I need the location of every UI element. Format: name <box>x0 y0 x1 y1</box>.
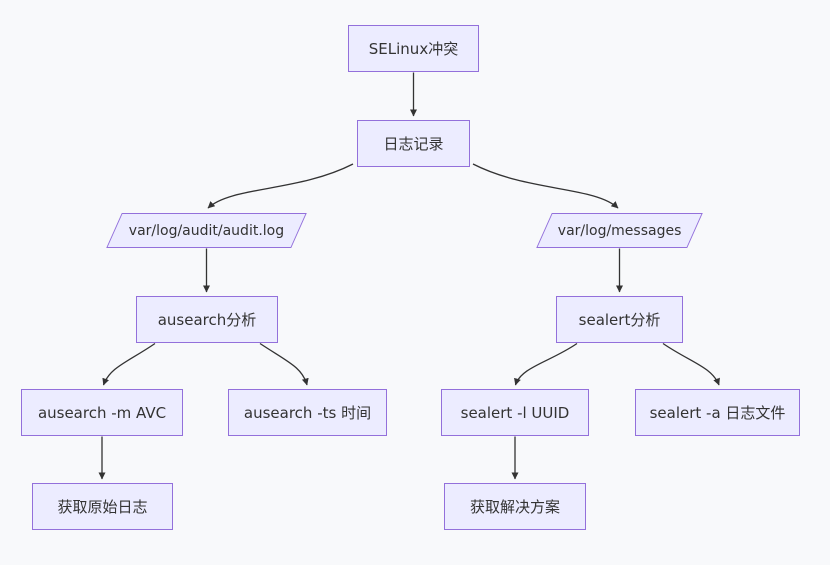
node-audit-log-path-label: var/log/audit/audit.log <box>128 222 285 239</box>
node-sealert-analysis: sealert分析 <box>556 296 683 343</box>
node-get-raw-log: 获取原始日志 <box>32 483 173 530</box>
node-get-solution-label: 获取解决方案 <box>469 498 560 516</box>
node-sealert-a-logfile: sealert -a 日志文件 <box>635 389 800 436</box>
edge-sealert-to-luuid <box>514 342 578 386</box>
node-selinux-conflict: SELinux冲突 <box>348 25 479 72</box>
node-sealert-l-uuid-label: sealert -l UUID <box>460 403 570 422</box>
node-get-solution: 获取解决方案 <box>444 483 586 530</box>
node-log-record: 日志记录 <box>357 120 470 167</box>
node-ausearch-m-avc-label: ausearch -m AVC <box>37 403 167 422</box>
edge-ausearch-to-mavc <box>102 342 156 386</box>
node-ausearch-ts-time: ausearch -ts 时间 <box>228 389 387 436</box>
node-sealert-l-uuid: sealert -l UUID <box>441 389 589 436</box>
edge-logrecord-to-messages <box>472 163 619 209</box>
node-ausearch-analysis: ausearch分析 <box>136 296 278 343</box>
node-ausearch-analysis-label: ausearch分析 <box>157 311 257 329</box>
node-selinux-conflict-label: SELinux冲突 <box>368 40 459 58</box>
node-ausearch-ts-time-label: ausearch -ts 时间 <box>243 404 372 422</box>
edge-ausearch-to-ts <box>259 342 309 386</box>
node-get-raw-log-label: 获取原始日志 <box>57 498 148 516</box>
node-messages-path: var/log/messages <box>536 213 703 248</box>
node-audit-log-path: var/log/audit/audit.log <box>106 213 307 248</box>
edge-sealert-to-alogfile <box>662 342 720 386</box>
edge-logrecord-to-auditlog <box>207 163 354 209</box>
node-sealert-a-logfile-label: sealert -a 日志文件 <box>649 404 786 422</box>
node-log-record-label: 日志记录 <box>383 135 444 153</box>
node-messages-path-label: var/log/messages <box>557 222 682 239</box>
node-sealert-analysis-label: sealert分析 <box>578 311 661 329</box>
node-ausearch-m-avc: ausearch -m AVC <box>21 389 183 436</box>
